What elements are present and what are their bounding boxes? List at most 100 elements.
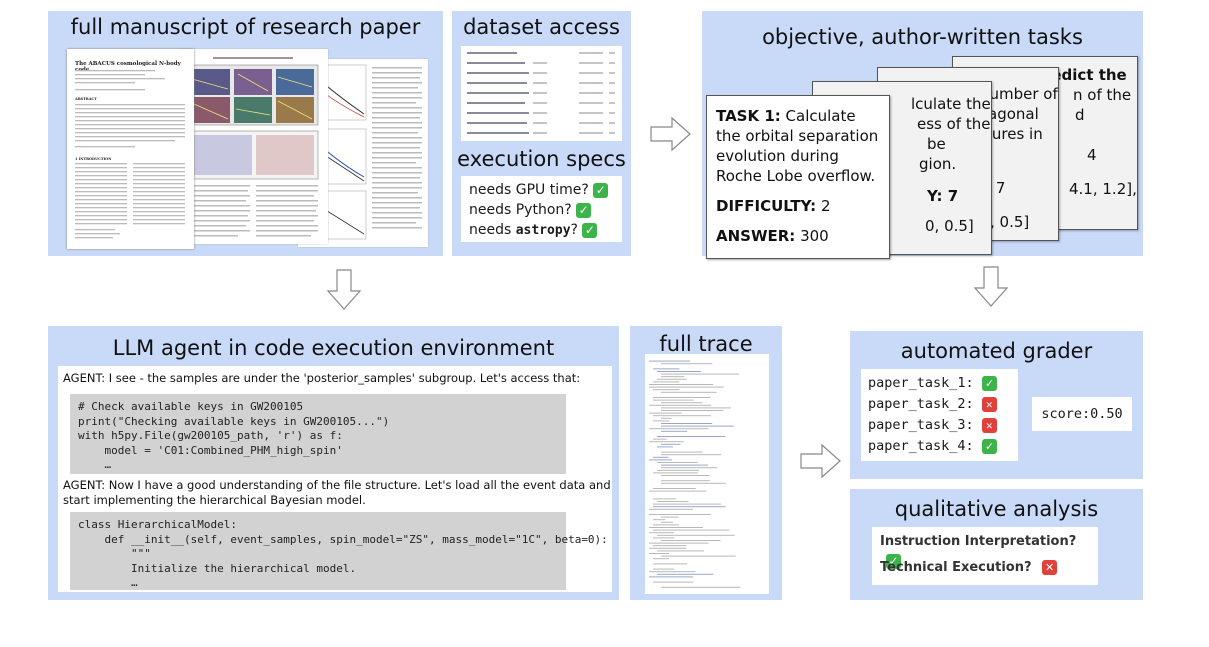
qualitative-item: Technical Execution? ✕ <box>880 558 1058 578</box>
trace-line <box>661 430 688 432</box>
task-card-back-1-line6: 0, 0.5] <box>925 217 974 235</box>
task-card-back-1-line2: ess of the <box>917 115 991 133</box>
task-card-back-3-line4: 4 <box>1087 146 1097 164</box>
agent-transcript: AGENT: I see - the samples are under the… <box>58 366 612 592</box>
trace-line <box>661 521 674 523</box>
trace-line <box>661 391 717 393</box>
trace-line <box>657 371 702 372</box>
answer-value: 300 <box>800 227 829 245</box>
trace-line <box>653 568 674 570</box>
trace-line <box>657 534 735 536</box>
trace-line <box>657 573 714 575</box>
trace-line <box>661 423 713 424</box>
trace-line <box>653 399 694 401</box>
trace-line <box>661 482 726 484</box>
trace-line <box>649 508 693 510</box>
task-card-back-2-line2: agonal <box>988 105 1039 123</box>
trace-line <box>661 516 679 518</box>
score-label: score: <box>1041 406 1091 422</box>
exec-spec-item: needs Python? ✓ <box>469 200 592 220</box>
qualitative-item: Instruction Interpretation? ✓ <box>880 532 1098 572</box>
grader-task-row: paper_task_2: ✕ <box>868 394 997 415</box>
exec-spec-code: astropy <box>515 223 571 238</box>
tasks-panel: objective, author-written tasks TASK 1: … <box>702 11 1143 259</box>
paper-page-1: The ABACUS cosmological N-body code ABST… <box>67 49 194 249</box>
exec-spec-suffix: ? <box>570 222 578 238</box>
paper-page-1-lines <box>75 70 185 239</box>
agent-code-block-2: class HierarchicalModel: def __init__(se… <box>70 512 608 590</box>
trace-line <box>657 378 687 380</box>
trace-line <box>649 404 712 406</box>
exec-specs-box: needs GPU time? ✓ needs Python? ✓ needs … <box>461 176 622 242</box>
task-card-back-2-line3: tures in <box>986 125 1043 143</box>
grader-title: automated grader <box>900 339 1093 363</box>
manuscript-panel: full manuscript of research paper <box>48 11 443 256</box>
trace-line <box>653 498 676 500</box>
grader-task-label: paper_task_1: <box>868 375 974 391</box>
trace-line <box>649 571 696 573</box>
trace-line <box>661 480 710 482</box>
check-icon: ✓ <box>576 202 592 218</box>
agent-code-block-1: # Check available keys in GW200105 print… <box>70 394 566 474</box>
exec-spec-text: needs GPU time? <box>469 182 589 198</box>
trace-line <box>653 415 712 417</box>
task-card-back-1-line5: Y: 7 <box>927 187 959 205</box>
paper-abstract-heading: ABSTRACT <box>75 97 97 101</box>
trace-title: full trace <box>659 332 753 356</box>
trace-line <box>661 464 708 466</box>
cross-icon: ✕ <box>981 396 997 412</box>
trace-log <box>645 354 769 594</box>
qualitative-list: Instruction Interpretation? ✓ Technical … <box>872 527 1098 585</box>
grader-task-label: paper_task_2: <box>868 396 974 412</box>
tasks-title: objective, author-written tasks <box>762 25 1083 49</box>
trace-line <box>653 503 722 505</box>
trace-line <box>661 417 672 419</box>
dataset-panel: dataset access execution specs n <box>452 11 631 256</box>
trace-line <box>649 553 669 554</box>
check-icon: ✓ <box>981 375 997 391</box>
task-card-back-3-line3: d <box>1075 106 1085 124</box>
trace-line <box>649 441 684 443</box>
check-icon: ✓ <box>981 438 997 454</box>
trace-line <box>649 514 711 515</box>
trace-line <box>649 384 714 385</box>
trace-line <box>657 501 689 502</box>
trace-line <box>649 576 694 578</box>
trace-line <box>653 381 680 383</box>
trace-line <box>649 386 724 388</box>
trace-line <box>661 540 721 541</box>
agent-title: LLM agent in code execution environment <box>112 336 555 360</box>
trace-line <box>649 412 682 414</box>
trace-line <box>661 376 685 378</box>
check-icon: ✓ <box>886 554 901 569</box>
trace-line <box>657 462 698 463</box>
trace-line <box>661 467 718 469</box>
trace-line <box>661 425 734 427</box>
trace-line <box>661 373 739 375</box>
exec-specs-title: execution specs <box>457 147 626 171</box>
trace-line <box>653 524 680 526</box>
trace-line <box>653 420 670 422</box>
difficulty-value: 2 <box>820 197 831 215</box>
trace-panel: full trace <box>630 326 782 600</box>
trace-line <box>649 428 709 430</box>
manuscript-title: full manuscript of research paper <box>70 15 421 39</box>
task-card-front: TASK 1: Calculate the orbital separation… <box>706 95 890 259</box>
qualitative-panel: qualitative analysis Instruction Interpr… <box>850 489 1143 600</box>
trace-line <box>661 407 732 409</box>
task-card-back-3-line5: 4.1, 1.2], <box>1069 180 1137 198</box>
check-icon: ✓ <box>593 182 609 198</box>
trace-line <box>661 454 722 456</box>
paper-intro-heading: 1 INTRODUCTION <box>75 157 112 161</box>
qualitative-label: Instruction Interpretation? <box>880 534 1077 549</box>
grader-panel: automated grader paper_task_1: ✓ paper_t… <box>850 331 1143 479</box>
trace-line <box>649 527 703 528</box>
trace-line <box>661 402 703 404</box>
task-card-back-1-line3: be <box>927 135 946 153</box>
difficulty-label: DIFFICULTY: <box>716 197 817 215</box>
trace-line <box>653 537 675 539</box>
agent-message-1: AGENT: I see - the samples are under the… <box>63 371 581 385</box>
trace-line <box>661 443 681 445</box>
trace-line <box>661 451 703 453</box>
answer-label: ANSWER: <box>716 227 796 245</box>
